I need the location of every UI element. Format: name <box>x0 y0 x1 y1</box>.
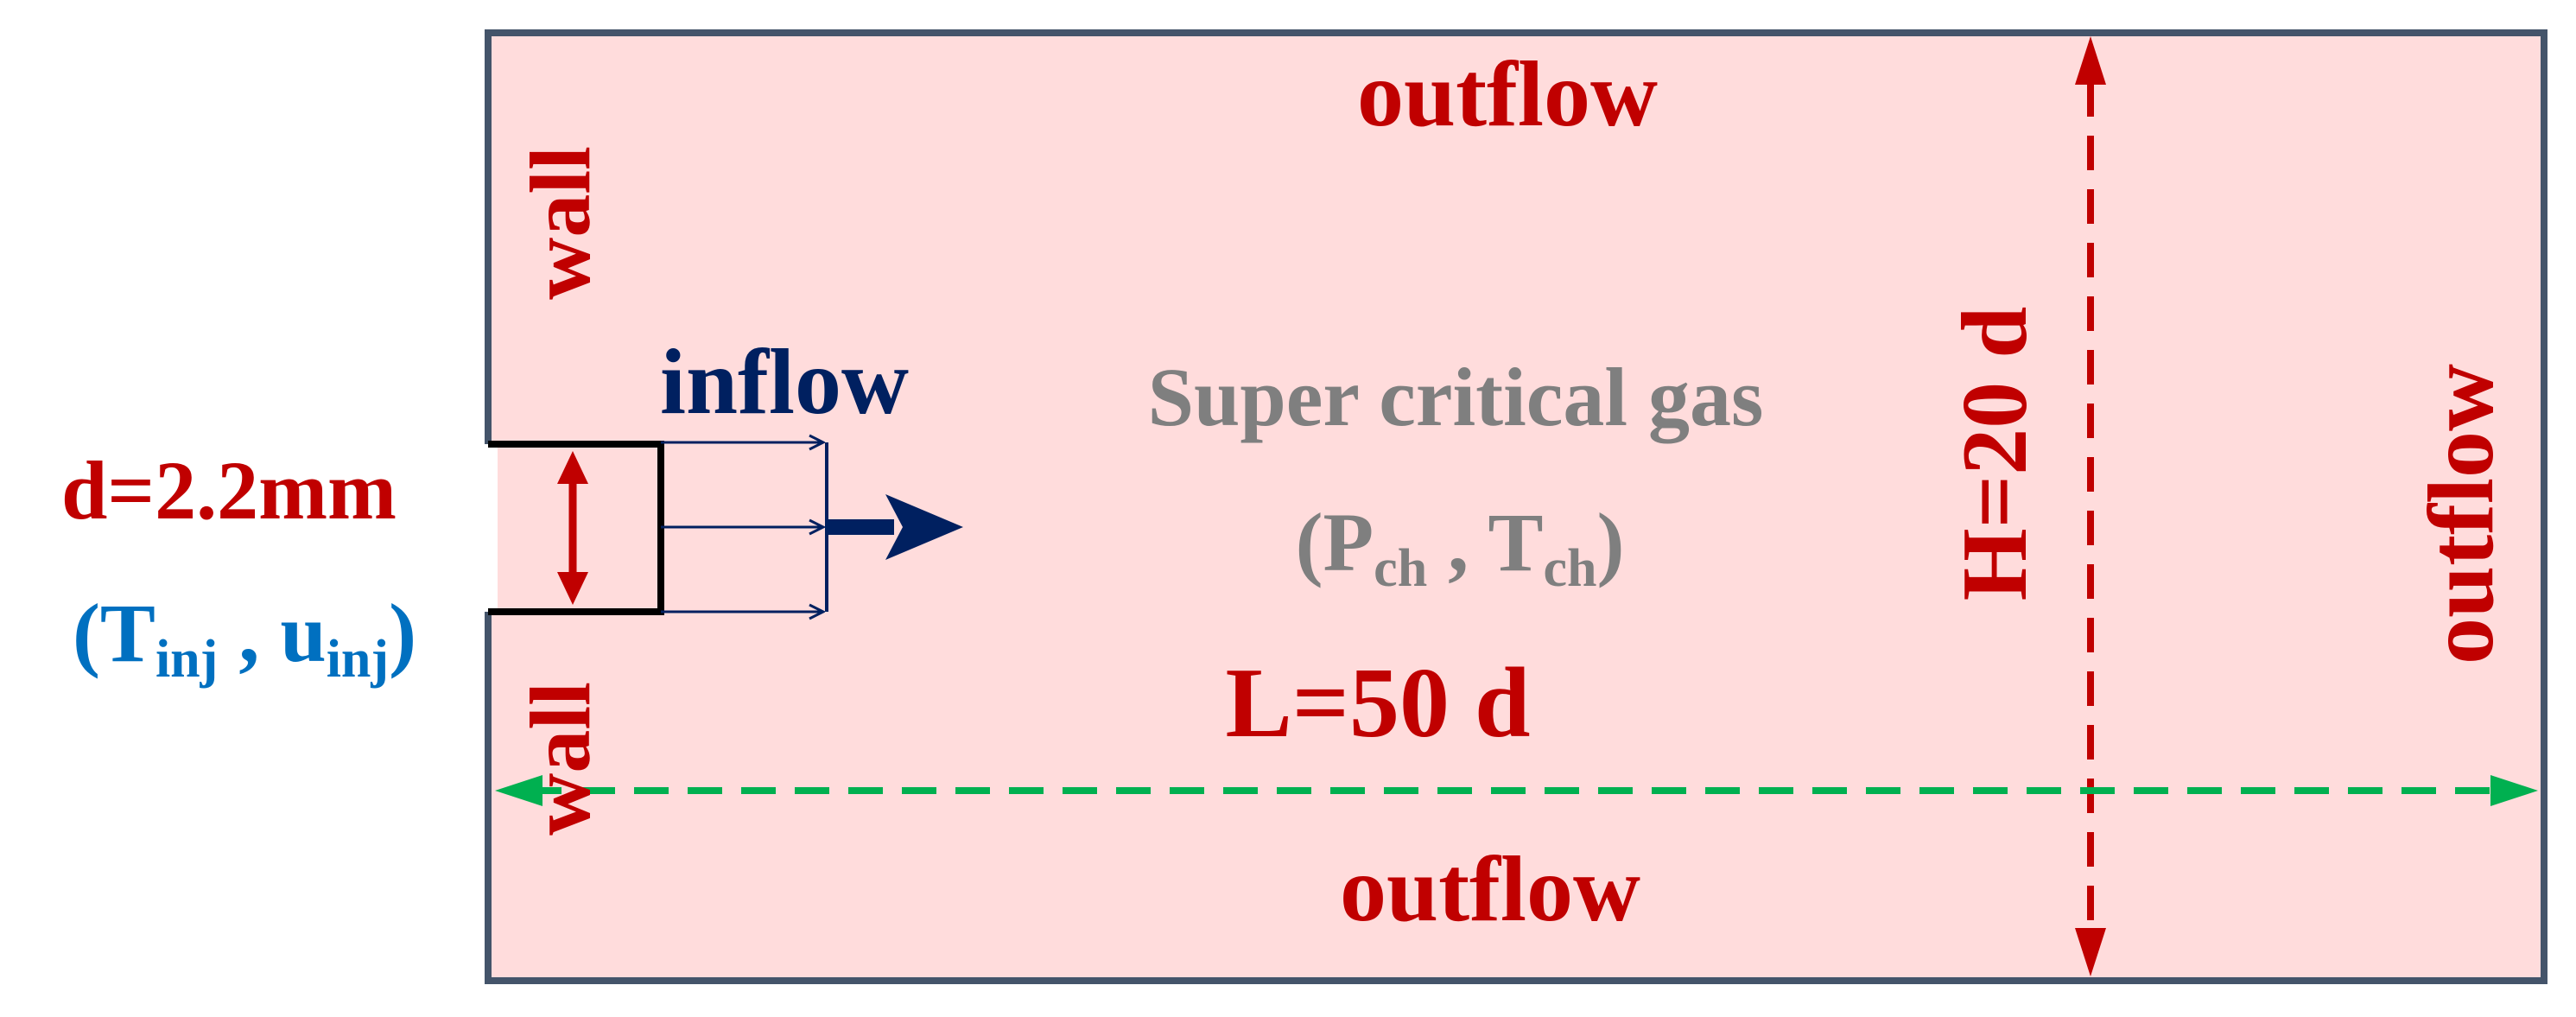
injection-state-label: (Tinj , uinj) <box>73 587 416 689</box>
gas-title-label: Super critical gas <box>1148 351 1764 443</box>
diameter-arrow <box>557 451 588 605</box>
outflow-top-label: outflow <box>1357 43 1658 146</box>
height-label: H=20 d <box>1944 307 2046 601</box>
wall-bottom-label: wall <box>512 682 608 836</box>
flow-direction-arrow <box>827 494 963 560</box>
length-label: L=50 d <box>1226 648 1531 759</box>
outflow-right-label: outflow <box>2410 364 2513 664</box>
outflow-bottom-label: outflow <box>1340 838 1640 941</box>
wall-top-label: wall <box>512 146 608 300</box>
diameter-label: d=2.2mm <box>61 444 397 537</box>
computational-domain <box>485 29 2547 984</box>
length-arrow <box>495 775 2538 806</box>
inflow-label: inflow <box>660 331 909 434</box>
gas-state-label: (Pch , Tch) <box>1296 496 1625 598</box>
injector-gap <box>480 444 498 612</box>
